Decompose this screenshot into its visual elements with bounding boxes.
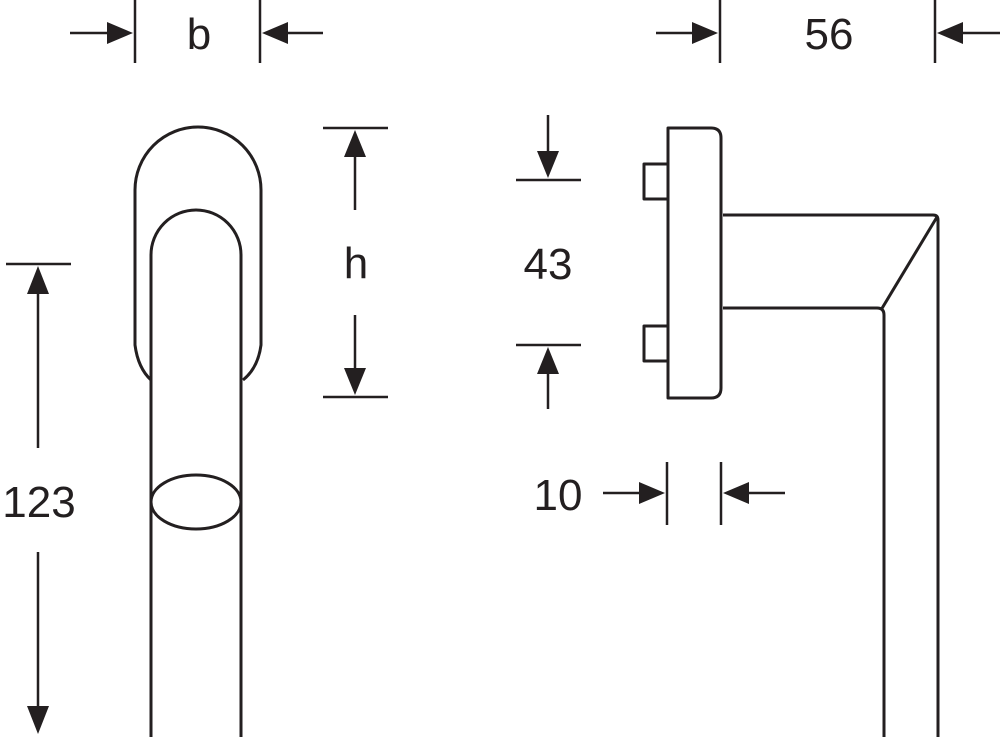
dimension-h: h [323, 126, 388, 399]
rose-thickness-arrow-left-head [639, 482, 665, 504]
h-label: h [344, 239, 368, 288]
length-arrow-down-head [27, 706, 49, 734]
dimension-123: 123 [2, 262, 76, 734]
dimension-b: b [70, 0, 323, 63]
side-pin-bottom [642, 324, 670, 363]
length-arrow-up-head [27, 266, 49, 294]
dimension-43: 43 [516, 115, 581, 409]
front-lever-outline [149, 208, 243, 737]
side-pin-top [642, 162, 670, 201]
side-lever-inner [723, 306, 886, 737]
front-grip-oval [149, 473, 243, 531]
rose-thickness-arrow-right-head [723, 482, 749, 504]
dimension-56: 56 [656, 0, 1000, 63]
side-lever-outline [723, 213, 940, 737]
side-view [642, 126, 940, 737]
rose-thickness-label: 10 [534, 471, 583, 520]
b-arrow-right-head [262, 22, 288, 44]
rose-spacing-arrow-up-head [537, 347, 559, 374]
dimension-10: 10 [534, 462, 785, 525]
rose-spacing-arrow-down-head [537, 151, 559, 178]
h-arrow-down-head [344, 368, 366, 395]
b-label: b [187, 10, 211, 59]
side-rose-plate [666, 126, 723, 400]
b-arrow-left-head [107, 22, 133, 44]
projection-arrow-left-head [692, 22, 718, 44]
front-view [133, 125, 263, 737]
projection-arrow-right-head [937, 22, 963, 44]
rose-spacing-label: 43 [524, 240, 573, 289]
projection-label: 56 [805, 10, 854, 59]
side-lever-bevel [879, 216, 939, 311]
length-label: 123 [2, 478, 75, 527]
front-rose-outline [133, 125, 263, 382]
h-arrow-up-head [344, 130, 366, 157]
